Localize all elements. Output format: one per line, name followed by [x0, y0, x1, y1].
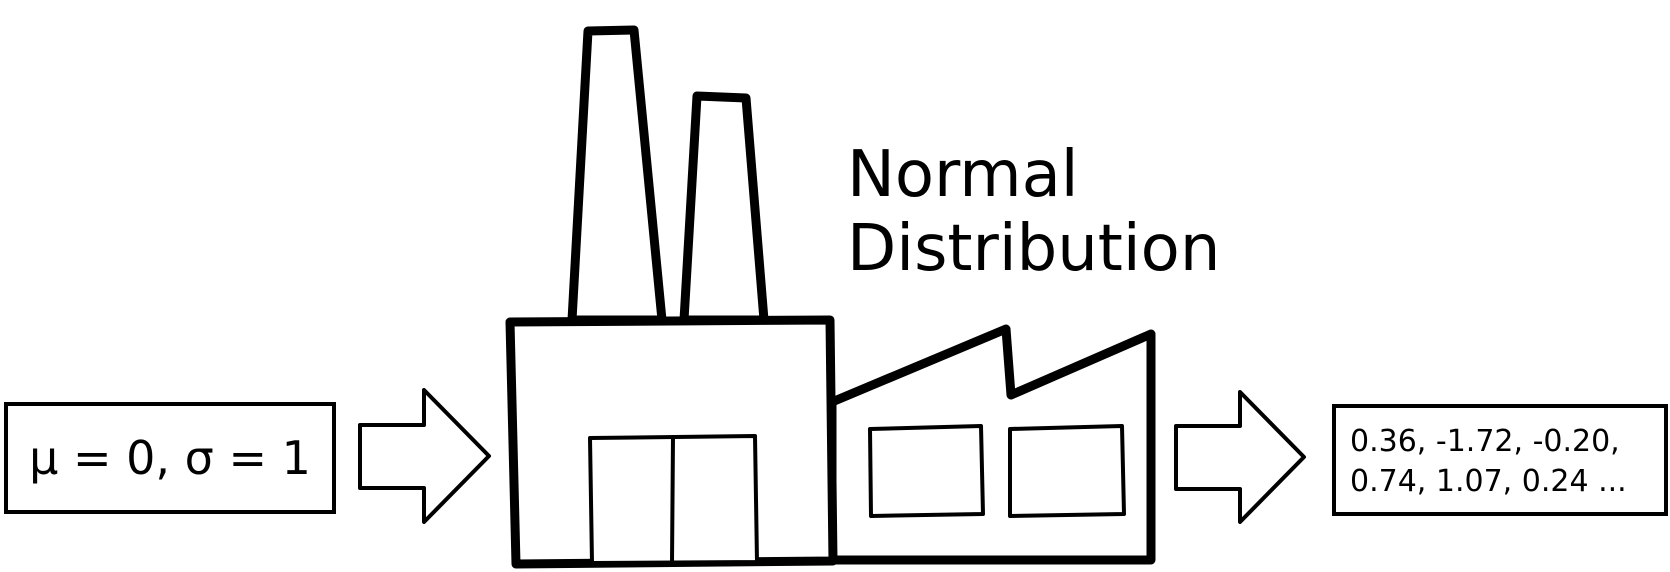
- output-samples-box: 0.36, -1.72, -0.20, 0.74, 1.07, 0.24 ...: [1332, 404, 1668, 516]
- factory-window-left: [868, 424, 985, 518]
- factory-door-split: [670, 435, 675, 565]
- chimney-tall: [567, 25, 667, 325]
- output-samples-line1: 0.36, -1.72, -0.20,: [1350, 424, 1620, 459]
- factory-label-line1: Normal: [847, 138, 1079, 212]
- output-samples-line2: 0.74, 1.07, 0.24 ...: [1350, 464, 1627, 499]
- factory-icon: [505, 25, 1156, 569]
- output-arrow-icon: [1174, 390, 1306, 524]
- factory-window-right: [1008, 424, 1126, 518]
- parameters-box: μ = 0, σ = 1: [4, 402, 336, 514]
- chimney-short: [679, 91, 769, 325]
- parameters-text: μ = 0, σ = 1: [29, 431, 311, 485]
- input-arrow-icon: [358, 388, 491, 524]
- factory-label: Normal Distribution: [847, 138, 1220, 286]
- factory-label-line2: Distribution: [847, 212, 1221, 286]
